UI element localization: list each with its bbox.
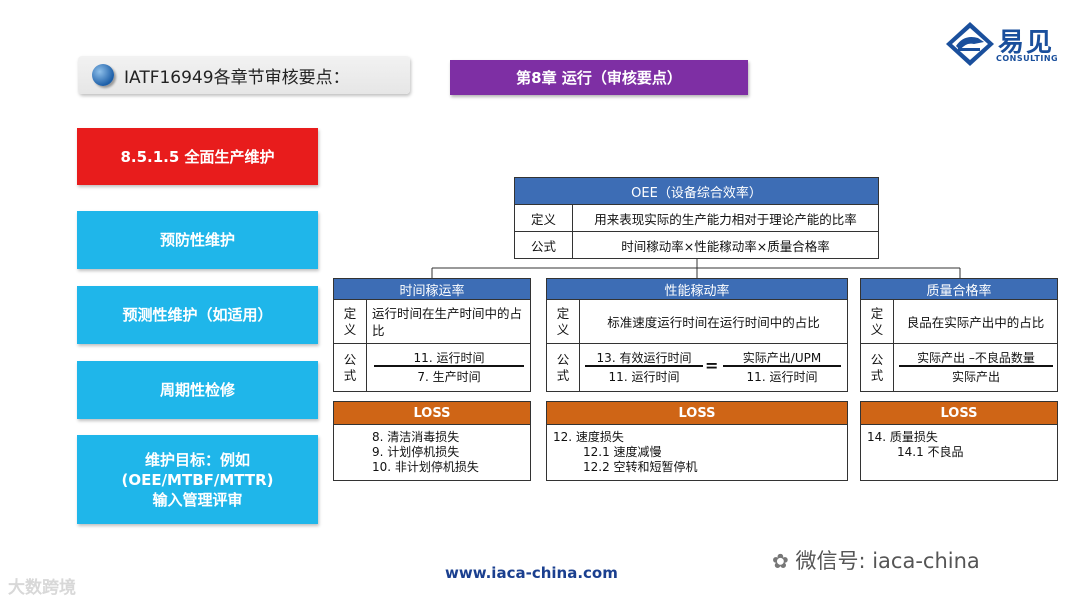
loss-item: 14.1 不良品 (897, 445, 964, 459)
menu-item-predictive[interactable]: 预测性维护（如适用） (77, 286, 318, 344)
quality-rate-def-label: 定义 (870, 305, 884, 337)
time-rate-def-label: 定义 (343, 305, 357, 337)
quality-rate-title: 质量合格率 (861, 279, 1057, 299)
quality-rate-denominator: 实际产出 (951, 370, 1000, 384)
performance-rate-denominator-2: 11. 运行时间 (746, 370, 818, 384)
website-url[interactable]: www.iaca-china.com (445, 564, 618, 582)
loss-item: 10. 非计划停机损失 (372, 460, 479, 474)
wechat-id: ✿ 微信号: iaca-china (772, 545, 980, 575)
performance-rate-denominator: 11. 运行时间 (608, 370, 680, 384)
quality-rate-def-text: 良品在实际产出中的占比 (906, 315, 1045, 330)
loss-item: 9. 计划停机损失 (372, 445, 460, 459)
chapter-title: 第8章 运行（审核要点） (450, 60, 748, 95)
time-rate-loss-title: LOSS (334, 402, 530, 424)
quality-rate-box: 质量合格率 定义 良品在实际产出中的占比 公式 实际产出 –不良品数量 实际产出 (860, 278, 1058, 392)
quality-rate-loss-title: LOSS (861, 402, 1057, 424)
performance-rate-box: 性能稼动率 定义 标准速度运行时间在运行时间中的占比 公式 13. 有效运行时间… (546, 278, 848, 392)
performance-rate-formula-label: 公式 (556, 351, 570, 383)
equals-sign: = (705, 356, 719, 375)
loss-item: 14. 质量损失 (867, 430, 938, 444)
wechat-id-text: 微信号: iaca-china (795, 549, 980, 573)
time-rate-def-text: 运行时间在生产时间中的占比 (372, 306, 523, 338)
time-rate-numerator: 11. 运行时间 (413, 351, 485, 365)
time-rate-loss-list: 8. 清洁消毒损失 9. 计划停机损失 10. 非计划停机损失 (372, 430, 479, 475)
section-title: IATF16949各章节审核要点： (124, 67, 350, 88)
loss-item: 12. 速度损失 (553, 430, 624, 444)
oee-title: OEE（设备综合效率） (515, 178, 878, 204)
performance-rate-loss-box: LOSS 12. 速度损失 12.1 速度减慢 12.2 空转和短暂停机 (546, 401, 848, 481)
section-header: IATF16949各章节审核要点： (78, 56, 410, 94)
quality-rate-numerator: 实际产出 –不良品数量 (917, 351, 1035, 365)
performance-rate-numerator: 13. 有效运行时间 (596, 351, 692, 365)
time-rate-loss-box: LOSS 8. 清洁消毒损失 9. 计划停机损失 10. 非计划停机损失 (333, 401, 531, 481)
performance-rate-loss-title: LOSS (547, 402, 847, 424)
wechat-icon: ✿ (772, 549, 789, 573)
time-rate-denominator: 7. 生产时间 (417, 370, 481, 384)
logo-icon (946, 22, 994, 66)
brand-watermark: 大数跨境 (8, 578, 76, 598)
loss-item: 8. 清洁消毒损失 (372, 430, 460, 444)
quality-rate-formula-label: 公式 (870, 351, 884, 383)
company-logo (944, 20, 1064, 70)
loss-item: 12.1 速度减慢 (583, 445, 662, 459)
time-rate-formula-label: 公式 (343, 351, 357, 383)
bullet-icon (92, 64, 114, 86)
quality-rate-loss-box: LOSS 14. 质量损失 14.1 不良品 (860, 401, 1058, 481)
oee-def-text: 用来表现实际的生产能力相对于理论产能的比率 (594, 211, 857, 227)
loss-item: 12.2 空转和短暂停机 (583, 460, 698, 474)
oee-def-label: 定义 (530, 211, 556, 227)
performance-rate-numerator-2: 实际产出/UPM (742, 351, 822, 365)
menu-item-preventive[interactable]: 预防性维护 (77, 211, 318, 269)
performance-rate-title: 性能稼动率 (547, 279, 847, 299)
oee-formula-label: 公式 (530, 238, 556, 254)
oee-formula-text: 时间稼动率×性能稼动率×质量合格率 (621, 238, 830, 254)
performance-rate-loss-list: 12. 速度损失 12.1 速度减慢 12.2 空转和短暂停机 (553, 430, 698, 475)
menu-item-periodic[interactable]: 周期性检修 (77, 361, 318, 419)
time-rate-title: 时间稼运率 (334, 279, 530, 299)
menu-item-tpm[interactable]: 8.5.1.5 全面生产维护 (77, 128, 318, 185)
quality-rate-loss-list: 14. 质量损失 14.1 不良品 (867, 430, 964, 460)
oee-box: OEE（设备综合效率） 定义 用来表现实际的生产能力相对于理论产能的比率 公式 … (514, 177, 879, 259)
time-rate-box: 时间稼运率 定义 运行时间在生产时间中的占比 公式 11. 运行时间 7. 生产… (333, 278, 531, 392)
performance-rate-def-label: 定义 (556, 305, 570, 337)
logo-name-en: CONSULTING (996, 54, 1059, 63)
menu-item-targets[interactable]: 维护目标：例如 (OEE/MTBF/MTTR) 输入管理评审 (77, 435, 318, 524)
logo-name-cn: 易见 (998, 28, 1055, 58)
performance-rate-def-text: 标准速度运行时间在运行时间中的占比 (607, 315, 820, 330)
